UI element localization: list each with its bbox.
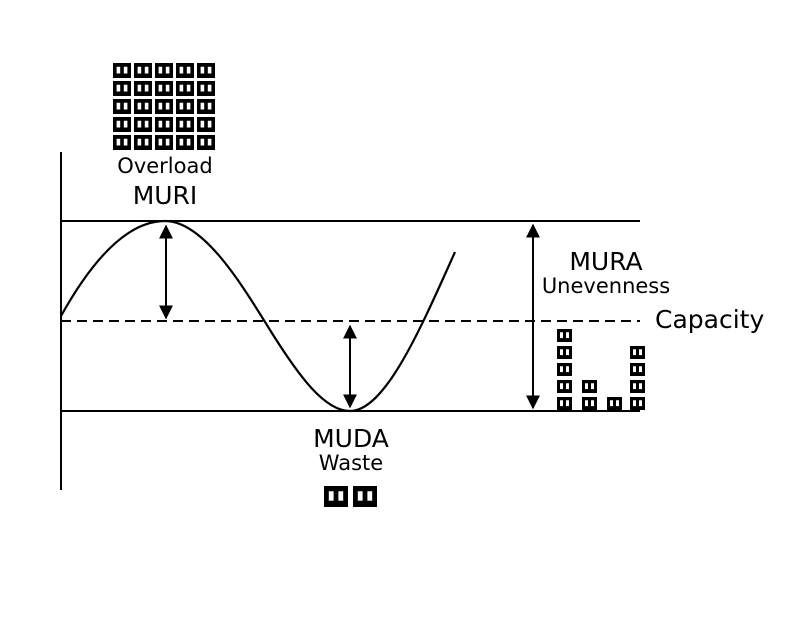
waste-label: Waste xyxy=(318,451,384,475)
box-icon xyxy=(557,397,572,410)
box-icon xyxy=(582,380,597,393)
box-icon xyxy=(557,380,572,393)
box-icon xyxy=(197,81,215,96)
box-icon xyxy=(607,397,622,410)
box-icon xyxy=(630,363,645,376)
box-icon xyxy=(176,135,194,150)
box-icon xyxy=(176,63,194,78)
box-icon xyxy=(134,81,152,96)
box-icon xyxy=(176,117,194,132)
box-icon xyxy=(155,99,173,114)
box-icon xyxy=(134,99,152,114)
unevenness-label: Unevenness xyxy=(541,274,671,298)
box-icon xyxy=(155,117,173,132)
box-icon xyxy=(197,63,215,78)
box-icon xyxy=(557,329,572,342)
box-icon xyxy=(155,135,173,150)
box-icon xyxy=(113,81,131,96)
box-icon xyxy=(134,135,152,150)
box-icon xyxy=(134,117,152,132)
mura-label: MURA xyxy=(569,247,643,276)
box-icon xyxy=(134,63,152,78)
box-icon xyxy=(582,397,597,410)
box-icon xyxy=(155,63,173,78)
muda-label: MUDA xyxy=(313,424,389,453)
box-icon xyxy=(176,81,194,96)
box-icon xyxy=(324,486,348,507)
box-icon xyxy=(155,81,173,96)
overload-label: Overload xyxy=(117,154,213,178)
muri-label: MURI xyxy=(132,181,198,210)
box-icon xyxy=(557,363,572,376)
box-icon xyxy=(557,346,572,359)
box-pair-icon xyxy=(324,486,377,507)
box-icon xyxy=(113,117,131,132)
box-icon xyxy=(197,99,215,114)
box-icon xyxy=(176,99,194,114)
box-icon xyxy=(113,63,131,78)
box-icon xyxy=(353,486,377,507)
uneven-box-stacks-icon xyxy=(557,329,645,410)
box-icon xyxy=(197,117,215,132)
box-grid-icon xyxy=(113,63,215,150)
box-icon xyxy=(113,99,131,114)
box-icon xyxy=(630,397,645,410)
demand-wave xyxy=(60,219,457,413)
box-icon xyxy=(113,135,131,150)
box-icon xyxy=(197,135,215,150)
box-icon xyxy=(630,346,645,359)
capacity-label: Capacity xyxy=(655,305,765,334)
box-icon xyxy=(630,380,645,393)
